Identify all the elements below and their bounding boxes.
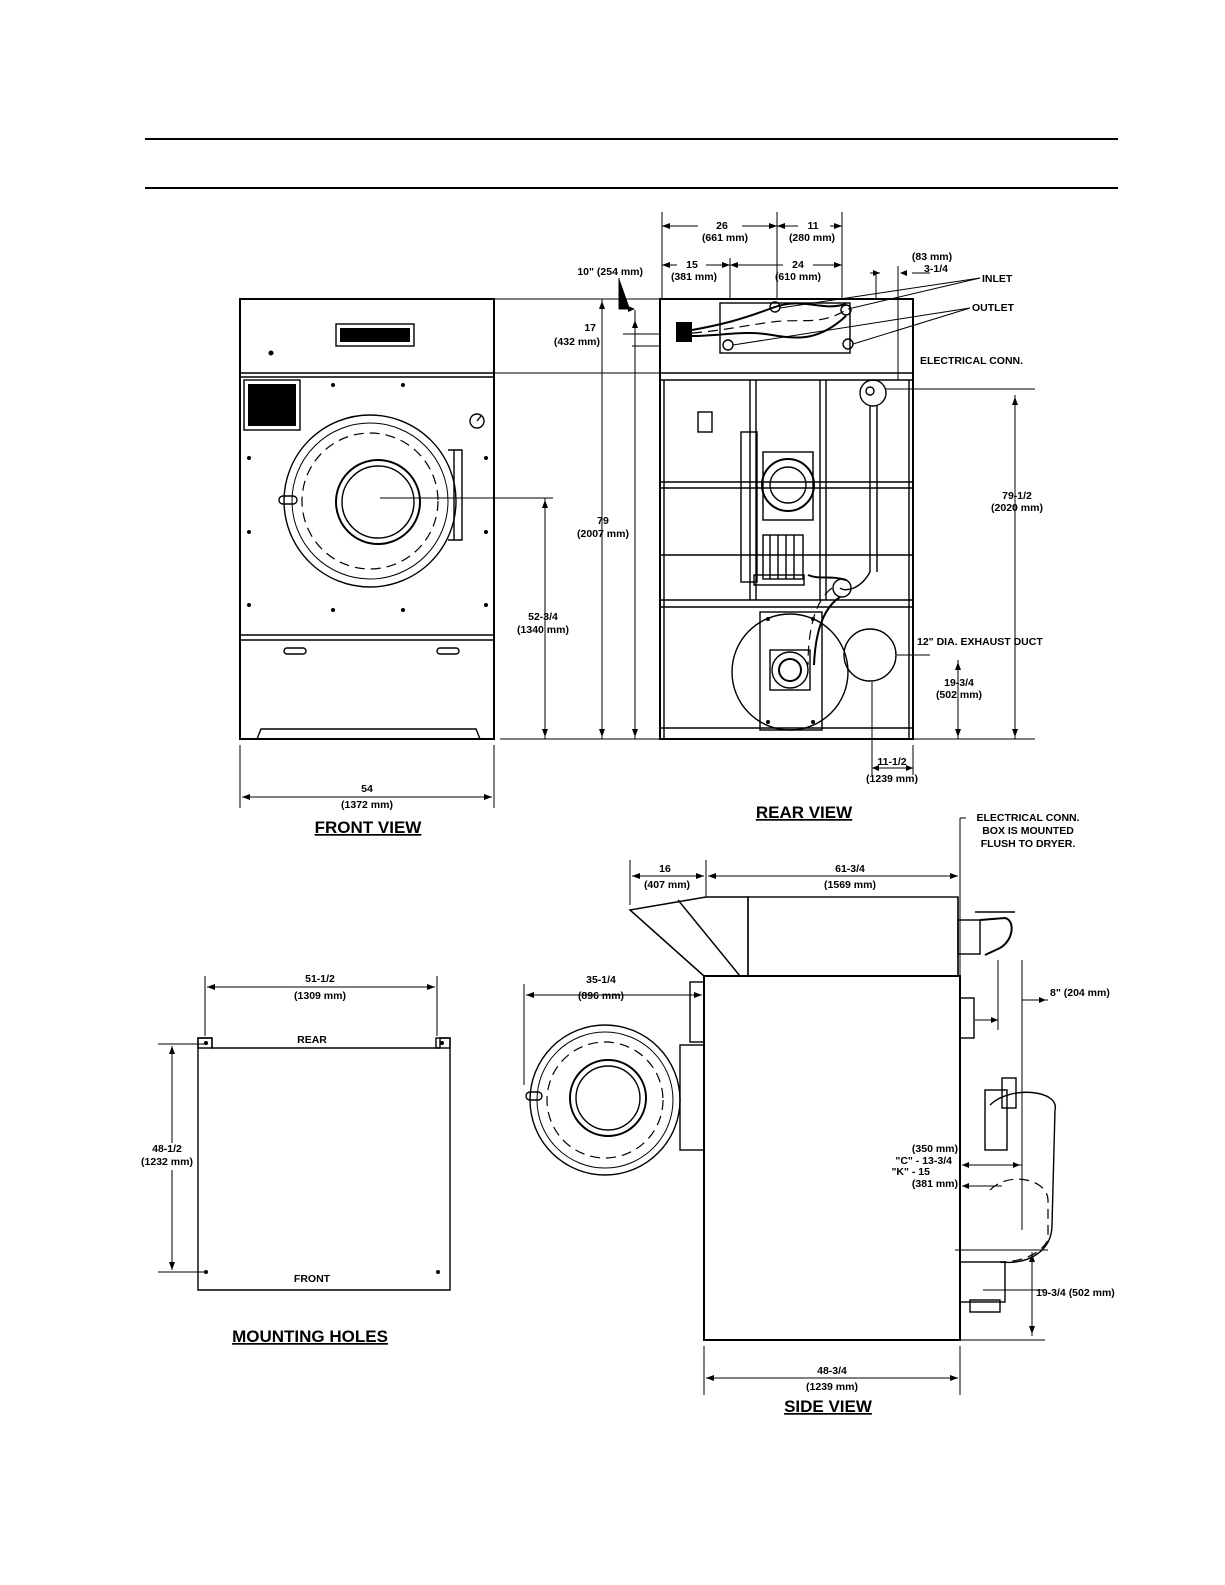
mount-front-label: FRONT — [294, 1273, 331, 1285]
mounting-holes-view — [158, 976, 451, 1291]
top-panel-mm: (432 mm) — [554, 336, 600, 348]
side-dim-35-1-4-mm: (896 mm) — [578, 990, 624, 1002]
front-width-dim: 54 — [361, 783, 373, 795]
rear-access-plate — [697, 411, 713, 433]
rear-dim-3-1-4: 3-1/4 — [924, 263, 948, 275]
front-view — [239, 278, 660, 808]
rear-dim-11: 11 — [807, 220, 818, 232]
door-center-mm: (1340 mm) — [517, 624, 569, 636]
mount-depth-dim: 48-1/2 — [152, 1143, 182, 1155]
side-dim-48-3-4: 48-3/4 — [817, 1365, 847, 1377]
side-dim-16-mm: (407 mm) — [644, 879, 690, 891]
blower-motor — [731, 611, 849, 731]
rear-dim-83-mm: (83 mm) — [912, 251, 952, 263]
side-k-value: "K" - 15 — [891, 1166, 930, 1178]
rear-elec-conn-label: ELECTRICAL CONN. — [920, 355, 1023, 367]
mounting-holes-title: MOUNTING HOLES — [232, 1327, 388, 1346]
rear-piping — [807, 379, 887, 666]
rear-dim-11-mm: (280 mm) — [789, 232, 835, 244]
rear-dim-24-mm: (610 mm) — [775, 271, 821, 283]
elec-box-note-1: ELECTRICAL CONN. — [976, 812, 1079, 824]
exhaust-elbow — [984, 1077, 1056, 1264]
side-dim-35-1-4: 35-1/4 — [586, 974, 616, 986]
rear-dim-11-1-2: 11-1/2 — [877, 756, 906, 768]
rear-dim-26-mm: (661 mm) — [702, 232, 748, 244]
rear-dim-15-mm: (381 mm) — [671, 271, 717, 283]
side-view — [523, 817, 1056, 1395]
side-view-title: SIDE VIEW — [784, 1397, 873, 1416]
top-panel-dim: 17 — [584, 322, 596, 334]
side-k-mm: (381 mm) — [912, 1178, 958, 1190]
front-height-mm: (2007 mm) — [577, 528, 629, 540]
front-height-dim: 79 — [597, 515, 609, 527]
outlet-label: OUTLET — [972, 302, 1015, 314]
elec-box-note-2: BOX IS MOUNTED — [982, 825, 1074, 837]
top-offset-dim: 10" (254 mm) — [577, 266, 643, 278]
rear-dim-79-1-2-mm: (2020 mm) — [991, 502, 1043, 514]
side-dim-19-3-4: 19-3/4 (502 mm) — [1036, 1287, 1115, 1299]
rear-dim-79-1-2: 79-1/2 — [1002, 490, 1032, 502]
side-dim-61-3-4: 61-3/4 — [835, 863, 865, 875]
front-width-mm: (1372 mm) — [341, 799, 393, 811]
mount-depth-mm: (1232 mm) — [141, 1156, 193, 1168]
mount-rear-label: REAR — [297, 1034, 327, 1046]
rear-dim-24: 24 — [792, 259, 804, 271]
rear-dim-19-3-4-mm: (502 mm) — [936, 689, 982, 701]
exhaust-duct — [843, 628, 897, 682]
mount-width-mm: (1309 mm) — [294, 990, 346, 1002]
side-c-value: "C" - 13-3/4 — [895, 1155, 952, 1167]
rear-dim-11-1-2-mm: (1239 mm) — [866, 773, 918, 785]
side-dim-8: 8" (204 mm) — [1050, 987, 1110, 999]
gas-manifold — [676, 301, 854, 351]
rear-dim-15: 15 — [686, 259, 698, 271]
side-door — [525, 1024, 705, 1176]
rear-view — [659, 212, 1035, 775]
side-c-mm: (350 mm) — [912, 1143, 958, 1155]
inlet-label: INLET — [982, 273, 1013, 285]
door-center-dim: 52-3/4 — [528, 611, 558, 623]
exhaust-duct-label: 12" DIA. EXHAUST DUCT — [917, 636, 1043, 648]
thermostat-dial — [469, 413, 485, 429]
burner-assembly — [753, 451, 815, 586]
rear-dim-26: 26 — [716, 220, 728, 232]
lint-door — [243, 379, 301, 431]
rear-view-title: REAR VIEW — [756, 803, 853, 822]
side-dim-16: 16 — [659, 863, 671, 875]
side-dim-61-3-4-mm: (1569 mm) — [824, 879, 876, 891]
front-door — [278, 414, 463, 588]
control-display — [335, 323, 415, 347]
rear-dim-19-3-4: 19-3/4 — [944, 677, 974, 689]
elec-box-note-3: FLUSH TO DRYER. — [981, 838, 1076, 850]
top-burner-box — [747, 896, 959, 977]
mount-width-dim: 51-1/2 — [305, 973, 335, 985]
side-dim-48-3-4-mm: (1239 mm) — [806, 1381, 858, 1393]
front-view-title: FRONT VIEW — [315, 818, 423, 837]
